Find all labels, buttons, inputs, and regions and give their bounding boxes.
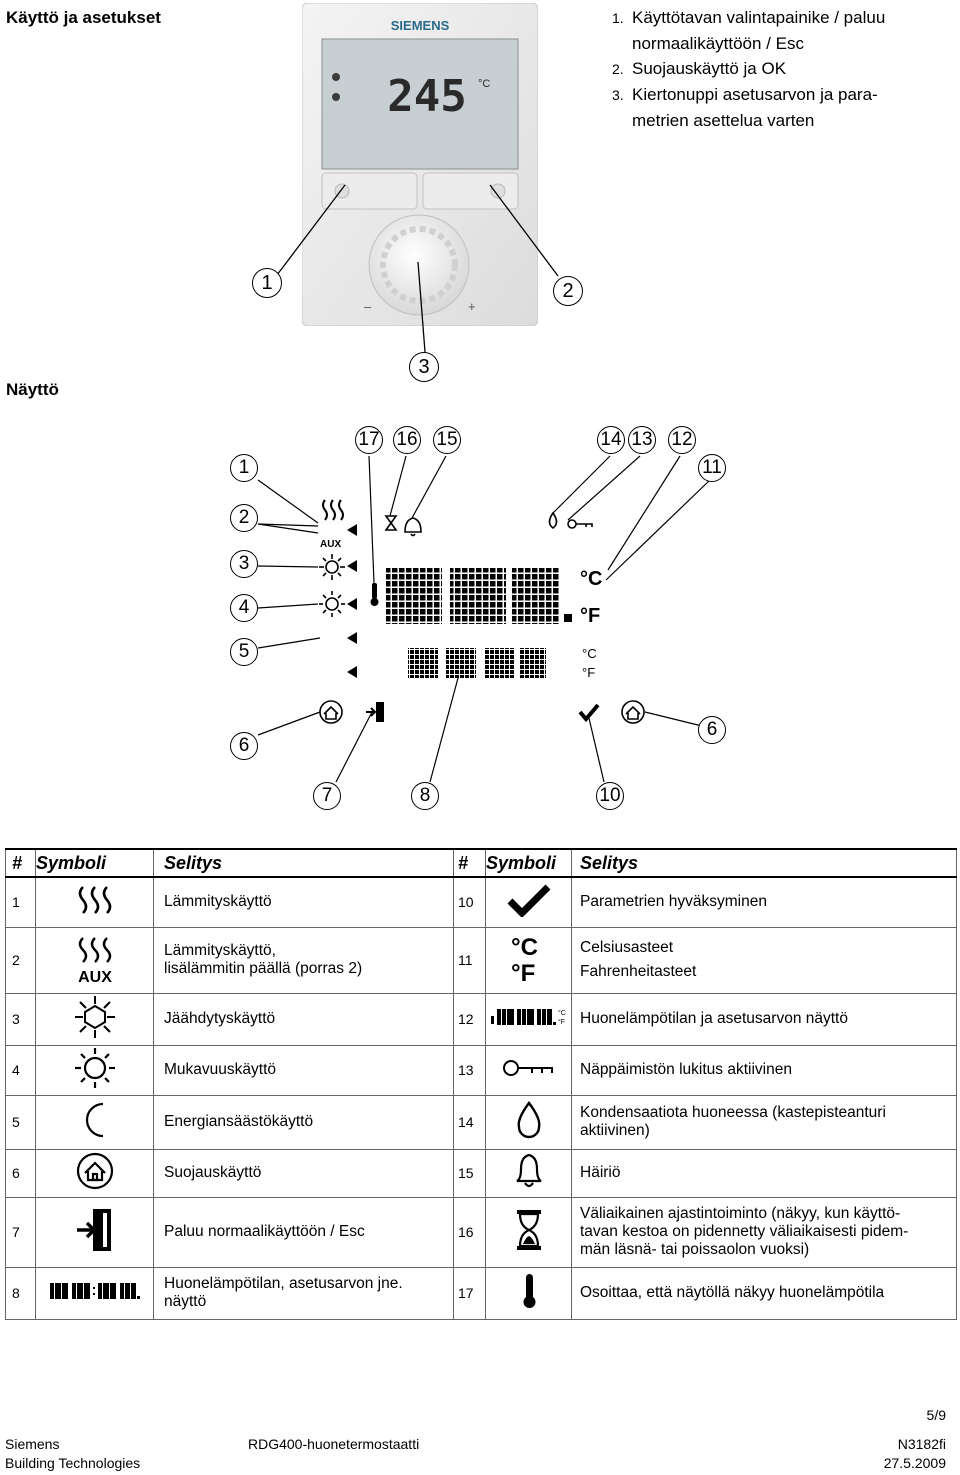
svg-text:°F: °F bbox=[558, 1018, 565, 1026]
display-callout-6-left: 6 bbox=[230, 732, 258, 760]
display-callout-6-right: 6 bbox=[698, 716, 726, 744]
table-row: 7 Paluu normaalikäyttöön / Esc 16 Väliai… bbox=[5, 1196, 957, 1268]
display-callout-17: 17 bbox=[355, 426, 383, 454]
table-row: 6 Suojauskäyttö 15 Häiriö bbox=[5, 1148, 957, 1198]
svg-text:AUX: AUX bbox=[78, 969, 112, 984]
svg-text:°F: °F bbox=[580, 605, 600, 627]
device-callout-3: 3 bbox=[409, 352, 439, 382]
celsius-fahrenheit-icon: °C°F bbox=[511, 934, 538, 987]
svg-text:°C: °C bbox=[478, 78, 490, 90]
table-row: 1 Lämmityskäyttö 10 Parametrien hyväksym… bbox=[5, 876, 957, 928]
footer-company: Siemens bbox=[5, 1436, 60, 1452]
display-callout-15: 15 bbox=[433, 426, 461, 454]
table-row: 3 Jäähdytyskäyttö 12 °C°F Huonelämpötila… bbox=[5, 992, 957, 1046]
table-row: 8 Huonelämpötilan, asetusarvon jne.näytt… bbox=[5, 1266, 957, 1320]
segment-display-icon bbox=[49, 1282, 140, 1299]
cooling-icon bbox=[74, 995, 115, 1038]
display-diagram: AUX °C °F bbox=[257, 455, 711, 783]
comfort-sun-icon bbox=[74, 1047, 115, 1088]
drop-icon bbox=[517, 1100, 540, 1138]
list-item: 1.Käyttötavan valintapainike / paluu bbox=[612, 8, 886, 27]
footer-doc-id: N3182fi bbox=[897, 1436, 946, 1452]
svg-text:°C: °C bbox=[511, 934, 538, 961]
list-item: 2.Suojauskäyttö ja OK bbox=[612, 59, 787, 78]
thermometer-icon bbox=[523, 1273, 535, 1308]
display-callout-8: 8 bbox=[411, 782, 439, 810]
exit-door-icon bbox=[76, 1208, 111, 1251]
device-controls-list: 1.Käyttötavan valintapainike / paluu nor… bbox=[612, 5, 942, 133]
display-callout-4: 4 bbox=[230, 594, 258, 622]
svg-text:–: – bbox=[364, 299, 372, 314]
display-callout-13: 13 bbox=[628, 426, 656, 454]
device-brand: SIEMENS bbox=[391, 18, 450, 33]
display-callout-14: 14 bbox=[597, 426, 625, 454]
display-callout-11: 11 bbox=[698, 454, 726, 482]
room-temp-display-icon: °C°F bbox=[490, 1008, 566, 1026]
checkmark-icon bbox=[507, 884, 550, 918]
display-callout-7: 7 bbox=[313, 782, 341, 810]
protection-house-icon bbox=[76, 1152, 113, 1189]
svg-text:°F: °F bbox=[582, 665, 595, 680]
table-row: 5 Energiansäästökäyttö 14 Kondensaatiota… bbox=[5, 1094, 957, 1150]
device-display-value: 245 bbox=[387, 71, 466, 122]
svg-text:°C: °C bbox=[580, 568, 602, 590]
table-header-row: # Symboli Selitys # Symboli Selitys bbox=[5, 848, 957, 878]
moon-icon bbox=[85, 1102, 103, 1137]
table-row: 2 AUX Lämmityskäyttö,lisälämmitin päällä… bbox=[5, 926, 957, 994]
svg-text:°C: °C bbox=[582, 646, 597, 661]
display-callout-3: 3 bbox=[230, 550, 258, 578]
key-icon bbox=[502, 1059, 553, 1076]
display-callout-1: 1 bbox=[230, 454, 258, 482]
list-item: 3.Kiertonuppi asetusarvon ja para- bbox=[612, 85, 878, 104]
display-callout-5: 5 bbox=[230, 638, 258, 666]
section-title-operation: Käyttö ja asetukset bbox=[6, 8, 161, 27]
device-callout-1: 1 bbox=[252, 268, 282, 298]
svg-text:+: + bbox=[468, 299, 476, 314]
footer-date: 27.5.2009 bbox=[883, 1455, 946, 1471]
page-number: 5/9 bbox=[926, 1407, 946, 1423]
display-callout-12: 12 bbox=[668, 426, 696, 454]
bell-icon bbox=[515, 1153, 542, 1187]
footer-doc-title: RDG400-huonetermostaatti bbox=[248, 1436, 420, 1452]
svg-text:°C: °C bbox=[558, 1009, 566, 1017]
svg-text:AUX: AUX bbox=[320, 539, 341, 550]
table-row: 4 Mukavuuskäyttö 13 Näppäimistön lukitus… bbox=[5, 1044, 957, 1096]
thermostat-device-image: SIEMENS 245 °C – + bbox=[301, 2, 539, 327]
section-title-display: Näyttö bbox=[6, 380, 59, 399]
svg-text:°F: °F bbox=[511, 960, 535, 985]
footer-division: Building Technologies bbox=[5, 1455, 141, 1471]
device-callout-2: 2 bbox=[553, 276, 583, 306]
heating-icon bbox=[78, 885, 111, 914]
display-callout-16: 16 bbox=[393, 426, 421, 454]
display-callout-2: 2 bbox=[230, 504, 258, 532]
hourglass-icon bbox=[516, 1209, 541, 1250]
heating-aux-icon: AUX bbox=[78, 936, 112, 986]
display-callout-10: 10 bbox=[596, 782, 624, 810]
device-leader-lines bbox=[276, 184, 559, 353]
symbol-legend-table: # Symboli Selitys # Symboli Selitys 1 Lä… bbox=[5, 848, 957, 1320]
